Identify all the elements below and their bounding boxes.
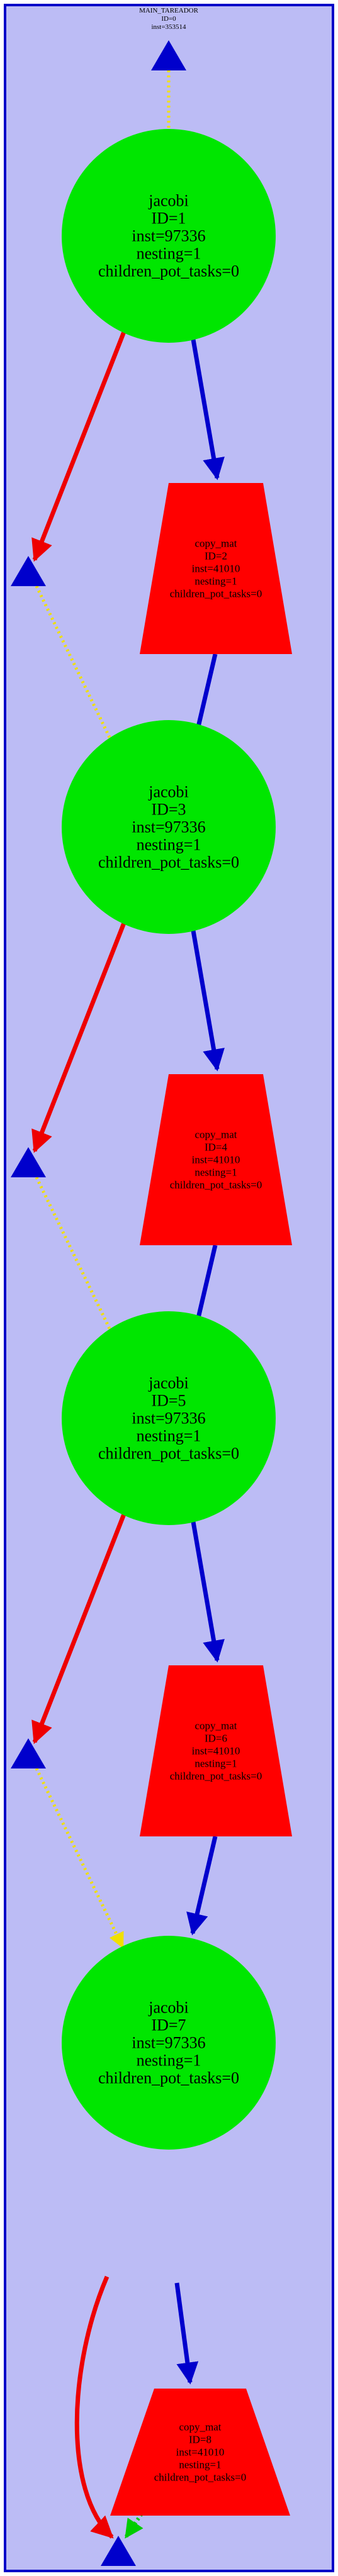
sync-triangle-2 [11,1147,46,1177]
task-2-label-line-2: ID=2 [205,550,227,562]
cluster-title-line-3: inst=353514 [151,23,186,31]
task-3-label-line-5: children_pot_tasks=0 [98,853,239,872]
task-3-label-line-3: inst=97336 [132,818,205,836]
jacobi-circle [62,1936,276,2150]
task-7-label-line-2: ID=7 [151,2016,186,2035]
sync-triangle-3 [11,1738,46,1768]
task-node-7: jacobiID=7inst=97336nesting=1children_po… [62,1936,276,2150]
task-1-label-line-3: inst=97336 [132,227,205,245]
copy-mat-trapezoid [110,2389,290,2516]
end-triangle [101,2536,136,2566]
sync-triangle-1 [11,556,46,586]
copy-mat-trapezoid [140,1665,292,1836]
task-nodes: jacobiID=1inst=97336nesting=1children_po… [62,129,292,2516]
task-7-label-line-4: nesting=1 [137,2051,201,2070]
edge-task-3-to-sync-2 [31,920,127,1153]
task-1-label-line-4: nesting=1 [137,245,201,263]
task-5-label-line-1: jacobi [148,1374,189,1392]
task-8-label-line-2: ID=8 [189,2434,211,2446]
edge-task-7-to-end [74,2275,114,2539]
task-5-label-line-5: children_pot_tasks=0 [98,1445,239,1463]
start-triangle [151,40,186,70]
cluster-title-line-2: ID=0 [161,15,176,23]
task-node-8: copy_matID=8inst=41010nesting=1children_… [110,2389,290,2516]
task-7-label-line-1: jacobi [148,1999,189,2017]
task-3-label-line-2: ID=3 [151,801,186,819]
task-5-label-line-2: ID=5 [151,1392,186,1410]
task-1-label-line-1: jacobi [148,192,189,210]
task-6-label-line-3: inst=41010 [192,1745,240,1757]
edges [31,70,225,2539]
edge-task-3-to-task-4 [190,926,225,1072]
task-node-5: jacobiID=5inst=97336nesting=1children_po… [62,1311,276,1525]
edge-task-7-to-task-8 [174,2282,199,2385]
task-3-label-line-4: nesting=1 [137,836,201,854]
jacobi-circle [62,1311,276,1525]
task-3-label-line-1: jacobi [148,783,189,801]
task-node-4: copy_matID=4inst=41010nesting=1children_… [140,1074,292,1245]
cluster-title-line-1: MAIN_TAREADOR [139,7,199,14]
task-node-1: jacobiID=1inst=97336nesting=1children_po… [62,129,276,343]
task-5-label-line-4: nesting=1 [137,1427,201,1445]
task-8-label-line-4: nesting=1 [179,2459,221,2471]
task-4-label-line-4: nesting=1 [194,1167,237,1179]
task-4-label-line-5: children_pot_tasks=0 [170,1179,262,1191]
edge-task-1-to-task-2 [190,335,225,480]
task-4-label-line-1: copy_mat [194,1129,237,1141]
task-5-label-line-3: inst=97336 [132,1409,205,1428]
task-4-label-line-2: ID=4 [205,1141,228,1153]
task-8-label-line-1: copy_mat [179,2421,221,2433]
task-2-label-line-3: inst=41010 [192,563,240,575]
task-1-label-line-2: ID=1 [151,209,186,228]
task-2-label-line-1: copy_mat [194,538,237,550]
task-6-label-line-5: children_pot_tasks=0 [170,1770,262,1782]
task-1-label-line-5: children_pot_tasks=0 [98,262,239,280]
task-8-label-line-5: children_pot_tasks=0 [154,2472,247,2484]
task-4-label-line-3: inst=41010 [192,1154,240,1166]
task-node-2: copy_matID=2inst=41010nesting=1children_… [140,483,292,654]
task-2-label-line-4: nesting=1 [194,575,237,587]
edge-task-5-to-sync-3 [31,1511,127,1745]
copy-mat-trapezoid [140,1074,292,1245]
task-8-label-line-3: inst=41010 [176,2446,225,2458]
edge-task-1-to-sync-1 [31,329,127,562]
task-node-6: copy_matID=6inst=41010nesting=1children_… [140,1665,292,1836]
task-6-label-line-4: nesting=1 [194,1758,237,1770]
task-2-label-line-5: children_pot_tasks=0 [170,588,262,600]
copy-mat-trapezoid [140,483,292,654]
edge-task-6-to-task-7 [186,1836,218,1936]
main-cluster-box [4,4,334,2572]
task-6-label-line-2: ID=6 [205,1733,227,1745]
task-7-label-line-3: inst=97336 [132,2034,205,2052]
task-node-3: jacobiID=3inst=97336nesting=1children_po… [62,720,276,934]
jacobi-circle [62,129,276,343]
task-7-label-line-5: children_pot_tasks=0 [98,2069,239,2087]
edge-task-5-to-task-6 [190,1518,225,1663]
jacobi-circle [62,720,276,934]
task-6-label-line-1: copy_mat [194,1720,237,1732]
